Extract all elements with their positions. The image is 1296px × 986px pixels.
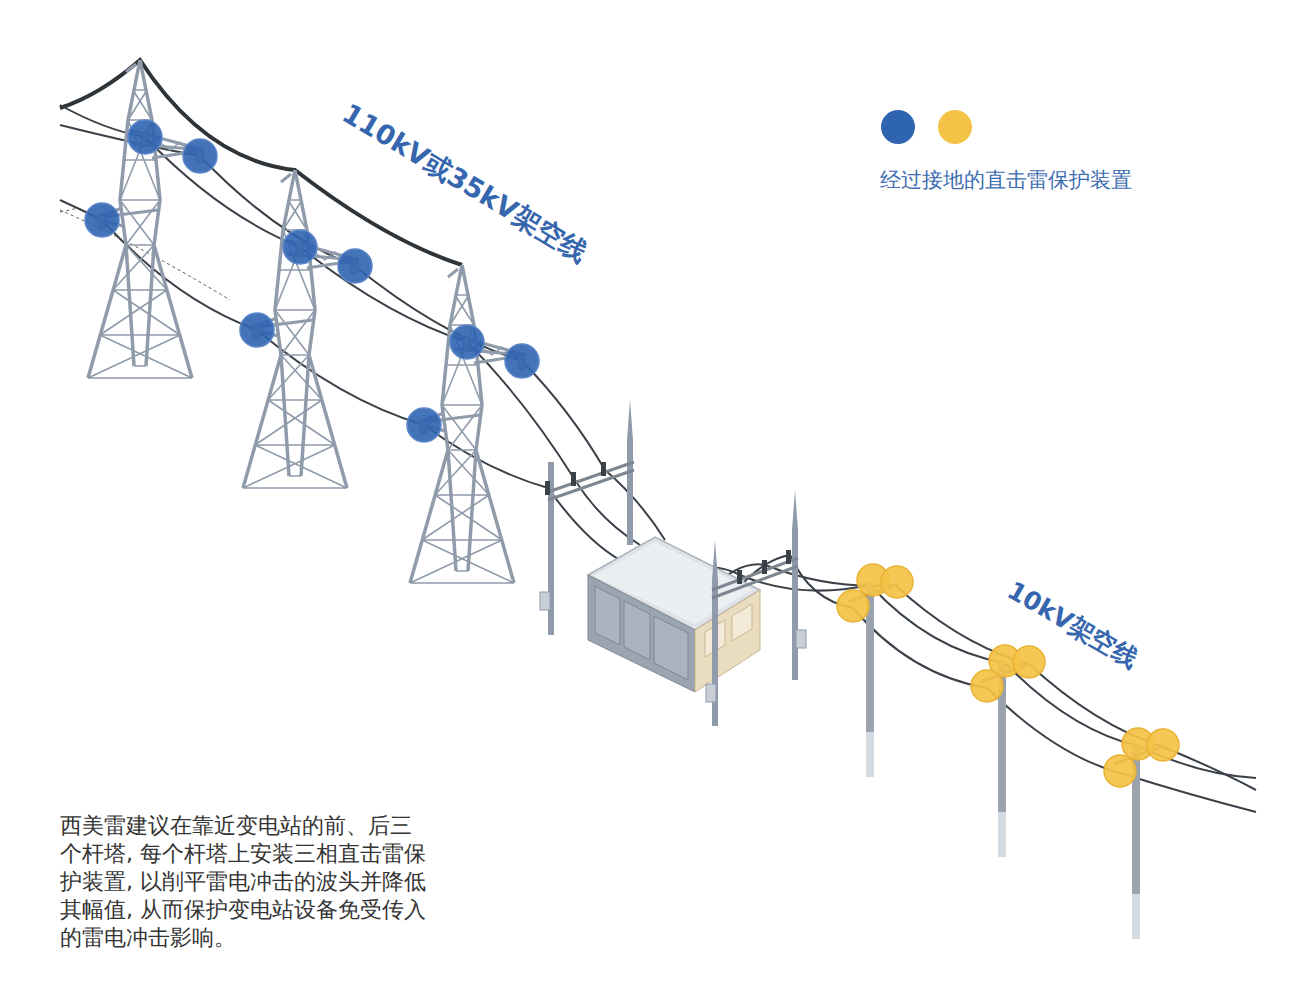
legend-dot (938, 110, 972, 144)
legend-text: 经过接地的直击雷保护装置 (880, 166, 1132, 194)
note-text: 西美雷建议在靠近变电站的前、后三个杆塔, 每个杆塔上安装三相直击雷保护装置, 以… (60, 812, 432, 952)
line-voltage-label: 10kV架空线 (1002, 573, 1145, 674)
line-voltage-label: 110kV或35kV架空线 (336, 96, 594, 271)
legend-swatch (881, 110, 915, 144)
